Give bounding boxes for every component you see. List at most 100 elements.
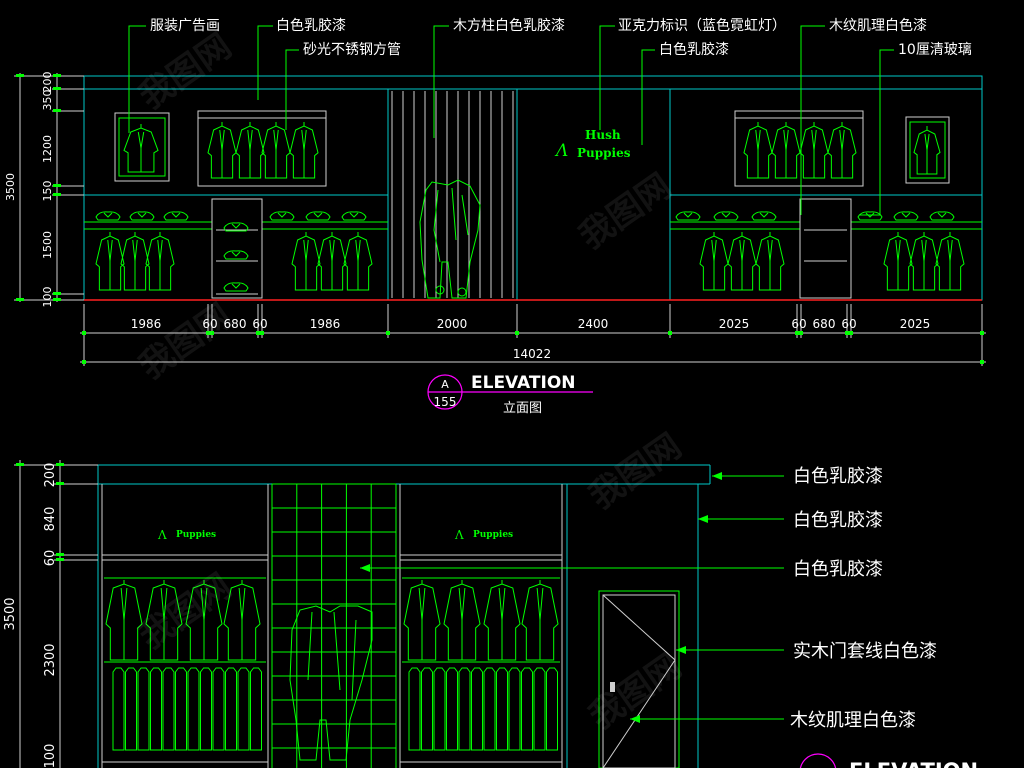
jacket-shape xyxy=(145,232,175,291)
grid-panel xyxy=(271,483,397,768)
hanging-jackets xyxy=(95,122,965,291)
jacket-shape xyxy=(185,580,223,661)
jacket-shape xyxy=(317,232,347,291)
bottom-elevation: Λ Puppies Λ Puppies 白色乳胶漆 xyxy=(3,460,978,768)
jacket-shape xyxy=(95,232,125,291)
hanging-shirt-shape xyxy=(433,667,446,751)
dim-height: 350 xyxy=(41,90,54,111)
height-dimension-lines-bottom xyxy=(14,460,98,768)
brand-logo-mark: Λ xyxy=(157,528,167,542)
hanging-shirt-shape xyxy=(496,667,508,751)
jacket-shape xyxy=(521,580,559,661)
hanging-rails-bottom xyxy=(104,577,560,663)
label-door-frame: 实木门套线白色漆 xyxy=(793,641,937,662)
dim-width: 1986 xyxy=(131,317,162,331)
jacket-shape xyxy=(120,232,150,291)
top-elevation: Λ Hush Puppies 服装广告画 白色乳胶漆 砂光不锈钢方管 木方柱白色… xyxy=(4,17,986,416)
hanging-shirt-shape xyxy=(250,667,262,751)
dim-width: 2400 xyxy=(578,317,609,331)
leader-arrows-bottom xyxy=(360,472,722,723)
dim-height: 60 xyxy=(43,550,58,567)
symbol-sheet-number: 155 xyxy=(434,395,457,409)
height-dimension-values: 3500 200 350 1200 150 1500 100 xyxy=(4,72,54,308)
material-labels: 服装广告画 白色乳胶漆 砂光不锈钢方管 木方柱白色乳胶漆 亚克力标识（蓝色霓虹灯… xyxy=(150,17,972,58)
jacket-shape xyxy=(755,232,785,291)
jacket-shape xyxy=(883,232,913,291)
jacket-shape xyxy=(699,232,729,291)
dim-height: 840 xyxy=(43,507,58,532)
dim-width: 60 xyxy=(841,317,856,331)
jacket-shape xyxy=(235,122,265,179)
dim-height-total: 3500 xyxy=(4,173,17,201)
jacket-shape xyxy=(935,232,965,291)
leader-lines xyxy=(128,25,894,216)
folded-shirt-shape xyxy=(223,222,249,232)
folded-shirt-shape xyxy=(675,211,701,221)
folded-shirt-shape xyxy=(857,211,883,221)
dim-height-total: 3500 xyxy=(3,597,18,630)
brand-sign: Λ Hush Puppies xyxy=(554,128,631,161)
dim-width: 60 xyxy=(252,317,267,331)
folded-shirt-shape xyxy=(341,211,367,221)
dim-height: 200 xyxy=(41,72,54,93)
jacket-shape xyxy=(223,580,261,661)
hanging-shirt-shape xyxy=(150,667,162,751)
jacket-shape xyxy=(289,122,319,179)
jacket-shape xyxy=(743,122,773,179)
hanging-shirt-shape xyxy=(212,667,225,751)
jacket-shape xyxy=(827,122,857,179)
hanging-shirt-shape xyxy=(200,667,212,751)
label-wood-grain: 木纹肌理白色漆 xyxy=(790,710,916,731)
dim-width: 2025 xyxy=(900,317,931,331)
mannequin-figure-bottom xyxy=(289,605,373,761)
hanging-shirt-shape xyxy=(483,667,496,751)
label-latex-paint: 白色乳胶漆 xyxy=(793,466,883,487)
dim-height: 100 xyxy=(41,287,54,308)
label-acrylic-sign: 亚克力标识（蓝色霓虹灯） xyxy=(618,17,786,34)
right-shelving xyxy=(670,110,982,299)
hanging-shirt-shape xyxy=(521,667,533,751)
label-wood-grain: 木纹肌理白色漆 xyxy=(829,17,927,34)
jacket-shape xyxy=(909,232,939,291)
folded-shirt-shape xyxy=(929,211,955,221)
jacket-shape xyxy=(105,580,143,661)
label-steel-tube: 砂光不锈钢方管 xyxy=(303,42,401,58)
folded-shirt-shape xyxy=(163,211,189,221)
hanging-shirt-shape xyxy=(546,667,558,751)
material-labels-bottom: 白色乳胶漆 白色乳胶漆 白色乳胶漆 实木门套线白色漆 木纹肌理白色漆 xyxy=(790,466,937,731)
elevation-symbol-bottom: ELEVATION xyxy=(799,753,978,768)
wall-outline-bottom xyxy=(97,464,711,768)
folded-shirt-shape xyxy=(269,211,295,221)
folded-shirt-shape xyxy=(305,211,331,221)
dim-width: 60 xyxy=(791,317,806,331)
jacket-shape xyxy=(913,126,941,175)
brand-word: Puppies xyxy=(473,530,513,540)
elevation-title: ELEVATION xyxy=(471,373,576,393)
dim-width: 680 xyxy=(224,317,247,331)
hanging-shirt-shape xyxy=(533,667,546,751)
label-ad-frame: 服装广告画 xyxy=(150,18,220,34)
label-latex-paint: 白色乳胶漆 xyxy=(793,510,883,531)
hanging-shirt-shape xyxy=(175,667,187,751)
brand-line2: Puppies xyxy=(577,146,631,160)
door xyxy=(598,590,680,768)
dim-width: 1986 xyxy=(310,317,341,331)
hanging-shirt-shape xyxy=(187,667,200,751)
folded-shirt-shape xyxy=(223,250,249,260)
jacket-shape xyxy=(483,580,521,661)
wood-columns xyxy=(391,91,514,298)
jacket-shape xyxy=(145,580,183,661)
jacket-shape xyxy=(771,122,801,179)
jacket-shape xyxy=(799,122,829,179)
folded-shirt-shape xyxy=(751,211,777,221)
folded-shirt-shape xyxy=(223,282,249,292)
folded-shirt-shape xyxy=(713,211,739,221)
hanging-shirts-bottom xyxy=(112,667,558,751)
jacket-shape xyxy=(443,580,481,661)
hanging-jackets-bottom xyxy=(105,580,559,661)
folded-shirt-shape xyxy=(893,211,919,221)
symbol-letter: A xyxy=(441,378,449,391)
hanging-shirt-shape xyxy=(225,667,237,751)
height-dimension-values-bottom: 3500 200 840 60 2300 100 xyxy=(3,463,58,768)
